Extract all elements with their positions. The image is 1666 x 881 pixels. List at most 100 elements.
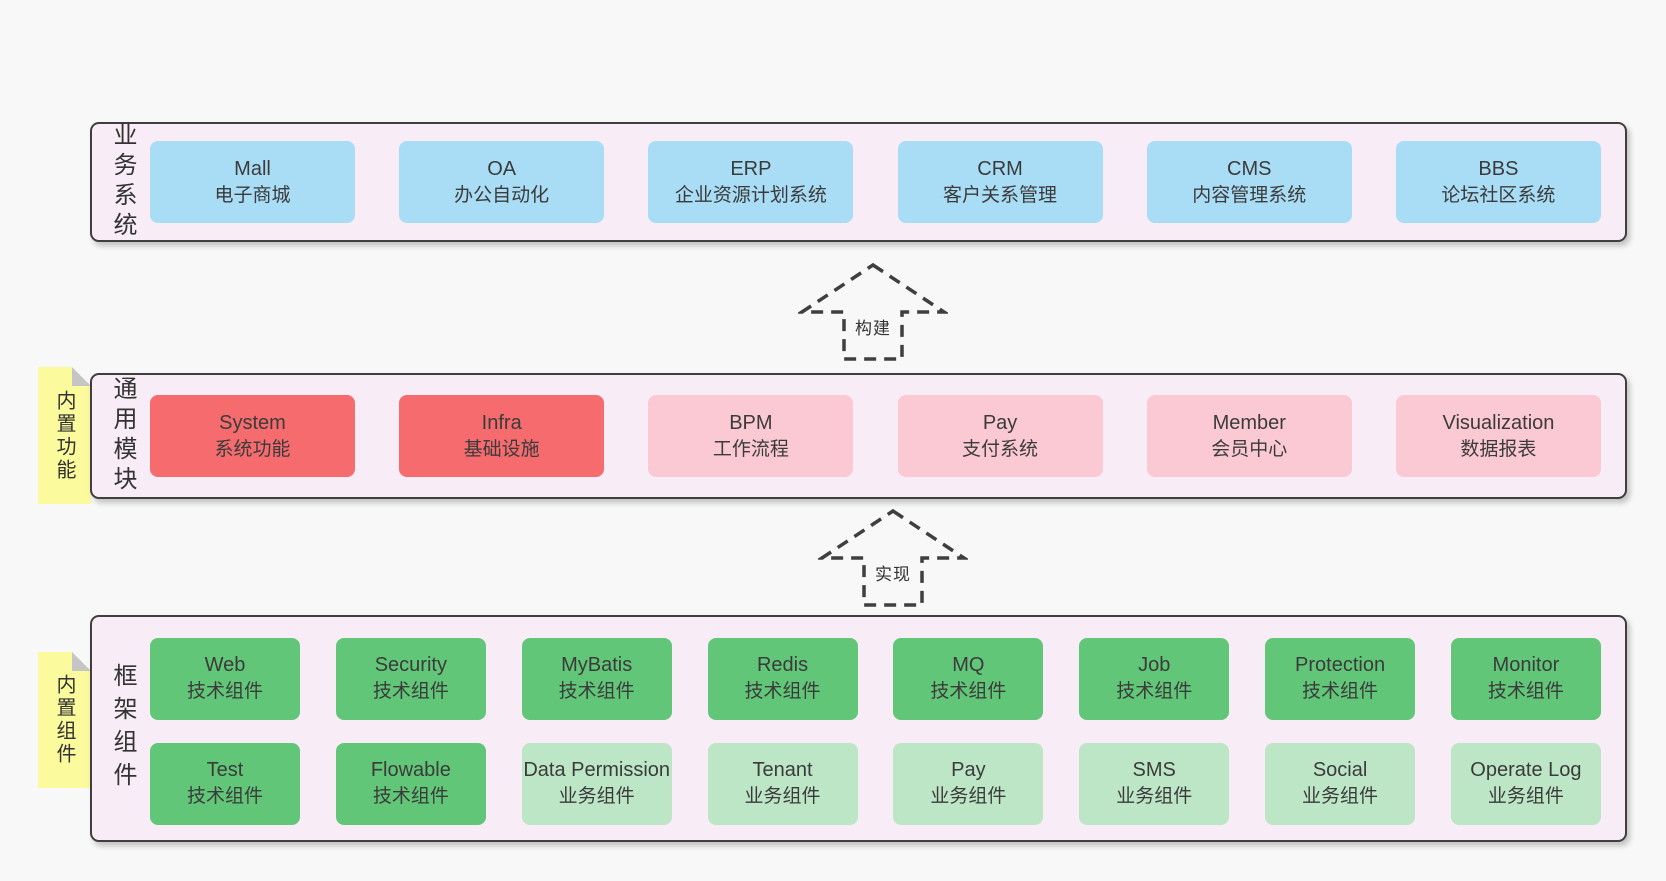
dashed-up-arrow-icon	[798, 262, 948, 361]
module-box-pay: Pay 支付系统	[897, 395, 1103, 477]
module-box-bbs: BBS 论坛社区系统	[1395, 141, 1601, 223]
module-box-social: Social 业务组件	[1265, 742, 1416, 825]
section-business-systems: 业务系统 Mall 电子商城 OA 办公自动化 ERP 企业资源计划系统 CRM 客户关系管理…	[90, 122, 1627, 242]
module-name-en: Member	[1212, 411, 1286, 434]
module-box-member: Member 会员中心	[1146, 395, 1352, 477]
section-label-business-systems: 业务系统	[109, 122, 136, 242]
module-name-cn: 数据报表	[1460, 438, 1537, 460]
module-name-cn: 工作流程	[712, 438, 789, 460]
module-box-visualization: Visualization 数据报表	[1395, 395, 1601, 477]
folded-corner-icon	[72, 652, 91, 671]
module-box-mq: MQ 技术组件	[893, 637, 1044, 720]
module-name-cn: 企业资源计划系统	[674, 184, 827, 206]
module-name-cn: 技术组件	[186, 786, 263, 808]
module-box-mybatis: MyBatis 技术组件	[521, 637, 672, 720]
module-name-cn: 技术组件	[558, 681, 635, 703]
module-name-en: Social	[1312, 759, 1368, 782]
module-name-en: Data Permission	[523, 759, 671, 782]
implement-arrow-label: 实现	[875, 565, 911, 584]
module-box-crm: CRM 客户关系管理	[897, 141, 1103, 223]
sticky-note-builtin-components: 内置组件	[38, 652, 91, 788]
module-name-en: OA	[487, 157, 517, 180]
module-box-sms: SMS 业务组件	[1079, 742, 1230, 825]
module-name-en: Job	[1138, 654, 1171, 677]
module-box-operate-log: Operate Log 业务组件	[1450, 742, 1601, 825]
module-name-en: Monitor	[1492, 654, 1560, 677]
module-name-en: ERP	[730, 157, 772, 180]
dashed-up-arrow-icon	[818, 508, 968, 607]
module-box-erp: ERP 企业资源计划系统	[648, 141, 854, 223]
section-label-common-modules: 通用模块	[109, 376, 136, 496]
module-name-cn: 办公自动化	[454, 184, 550, 206]
module-box-cms: CMS 内容管理系统	[1146, 141, 1352, 223]
module-name-en: Pay	[982, 411, 1018, 434]
module-box-monitor: Monitor 技术组件	[1450, 637, 1601, 720]
module-name-en: MQ	[952, 654, 985, 677]
module-name-en: BPM	[729, 411, 773, 434]
module-name-en: Visualization	[1442, 411, 1555, 434]
section-label-framework-components: 框架组件	[109, 662, 136, 795]
module-name-en: Flowable	[370, 759, 451, 782]
module-name-cn: 技术组件	[372, 681, 449, 703]
module-box-flowable: Flowable 技术组件	[335, 742, 486, 825]
module-box-web: Web 技术组件	[150, 637, 300, 720]
module-name-en: Redis	[756, 654, 809, 677]
module-name-en: Web	[204, 654, 246, 677]
module-name-cn: 技术组件	[744, 681, 821, 703]
module-name-en: Operate Log	[1470, 759, 1582, 782]
sticky-note-label: 内置组件	[53, 674, 75, 766]
module-box-test: Test 技术组件	[150, 742, 300, 825]
module-name-en: Mall	[234, 157, 271, 180]
module-name-en: MyBatis	[561, 654, 633, 677]
module-name-cn: 业务组件	[930, 786, 1007, 808]
module-name-cn: 技术组件	[372, 786, 449, 808]
module-name-cn: 内容管理系统	[1192, 184, 1307, 206]
sticky-note-label: 内置功能	[53, 389, 75, 482]
module-name-en: Test	[206, 759, 244, 782]
module-name-cn: 论坛社区系统	[1441, 184, 1556, 206]
module-box-infra: Infra 基础设施	[399, 395, 605, 477]
module-box-redis: Redis 技术组件	[707, 637, 858, 720]
business-systems-row: Mall 电子商城 OA 办公自动化 ERP 企业资源计划系统 CRM 客户关系管理 CMS 内容…	[150, 124, 1601, 240]
module-name-cn: 电子商城	[214, 184, 291, 206]
module-name-cn: 支付系统	[962, 438, 1039, 460]
module-name-cn: 技术组件	[1487, 681, 1564, 703]
module-name-en: CRM	[977, 157, 1023, 180]
module-box-pay: Pay 业务组件	[893, 742, 1044, 825]
module-name-cn: 技术组件	[1302, 681, 1379, 703]
module-name-cn: 技术组件	[186, 681, 263, 703]
module-name-cn: 业务组件	[1116, 786, 1193, 808]
module-box-oa: OA 办公自动化	[399, 141, 605, 223]
module-name-en: Infra	[481, 411, 522, 434]
module-name-en: SMS	[1132, 759, 1176, 782]
module-name-en: BBS	[1478, 157, 1519, 180]
module-box-bpm: BPM 工作流程	[648, 395, 854, 477]
module-name-en: CMS	[1227, 157, 1272, 180]
module-name-en: Pay	[951, 759, 986, 782]
build-arrow: 构建	[798, 262, 948, 362]
implement-arrow: 实现	[818, 508, 968, 608]
module-name-cn: 业务组件	[1302, 786, 1379, 808]
module-name-cn: 基础设施	[463, 438, 540, 460]
module-name-cn: 客户关系管理	[943, 184, 1058, 206]
module-name-cn: 技术组件	[930, 681, 1007, 703]
module-name-cn: 业务组件	[744, 786, 821, 808]
build-arrow-label: 构建	[855, 319, 891, 338]
module-box-mall: Mall 电子商城	[150, 141, 355, 223]
module-name-cn: 会员中心	[1211, 438, 1288, 460]
module-box-tenant: Tenant 业务组件	[707, 742, 858, 825]
module-name-cn: 业务组件	[1487, 786, 1564, 808]
module-name-en: Tenant	[752, 759, 813, 782]
folded-corner-icon	[72, 367, 91, 386]
